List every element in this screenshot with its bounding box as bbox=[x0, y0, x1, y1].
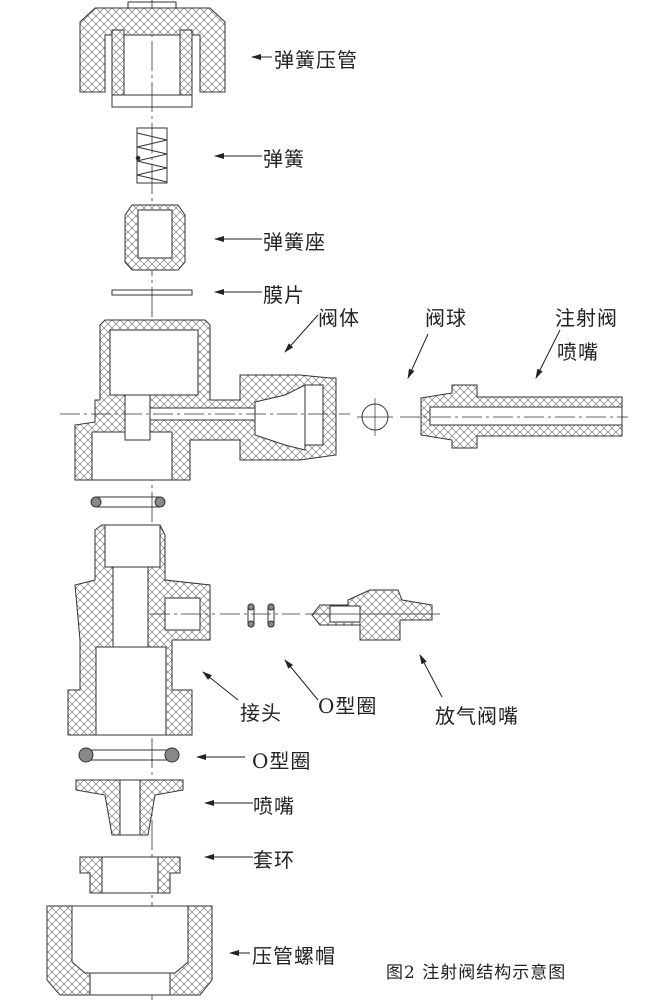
label-valve-body: 阀体 bbox=[318, 306, 360, 330]
spring-part bbox=[135, 127, 168, 184]
label-valve-ball: 阀球 bbox=[425, 306, 467, 330]
label-spring: 弹簧 bbox=[263, 147, 305, 171]
label-spring-seat: 弹簧座 bbox=[263, 230, 326, 254]
nozzle-part bbox=[75, 779, 184, 836]
o-ring-lower-part bbox=[78, 747, 180, 763]
label-bleed-nozzle: 放气阀嘴 bbox=[435, 704, 519, 728]
arrow-valve-ball bbox=[407, 333, 429, 379]
label-diaphragm: 膜片 bbox=[263, 283, 305, 307]
label-press-nut: 压管螺帽 bbox=[252, 944, 336, 968]
label-o-ring-mid: O型圈 bbox=[318, 694, 378, 718]
injection-nozzle-part bbox=[400, 384, 628, 449]
label-injection-nozzle-2: 喷嘴 bbox=[557, 340, 599, 364]
o-ring-small-parts bbox=[220, 603, 300, 628]
o-ring-upper-part bbox=[90, 496, 166, 508]
arrow-joint bbox=[202, 671, 239, 701]
arrow-injection-nozzle bbox=[535, 329, 561, 379]
label-injection-nozzle-1: 注射阀 bbox=[555, 306, 618, 330]
press-nut-part bbox=[46, 905, 213, 996]
label-spring-press-tube: 弹簧压管 bbox=[274, 48, 358, 72]
spring-press-tube-part bbox=[79, 1, 226, 108]
figure-caption: 图2 注射阀结构示意图 bbox=[386, 963, 567, 983]
arrow-o-ring-mid bbox=[284, 659, 319, 701]
label-joint: 接头 bbox=[240, 701, 282, 725]
joint-part bbox=[67, 524, 215, 736]
label-collar: 套环 bbox=[253, 848, 295, 872]
collar-part bbox=[79, 856, 181, 894]
spring-seat-part bbox=[124, 204, 186, 271]
arrow-valve-body bbox=[284, 314, 319, 353]
valve-body-part bbox=[60, 319, 350, 481]
bleed-nozzle-part bbox=[305, 589, 440, 641]
valve-ball-part bbox=[357, 398, 393, 436]
label-nozzle: 喷嘴 bbox=[253, 794, 295, 818]
arrow-bleed-nozzle bbox=[419, 654, 443, 698]
label-o-ring-bottom: O型圈 bbox=[252, 749, 312, 773]
diaphragm-part bbox=[111, 289, 193, 296]
